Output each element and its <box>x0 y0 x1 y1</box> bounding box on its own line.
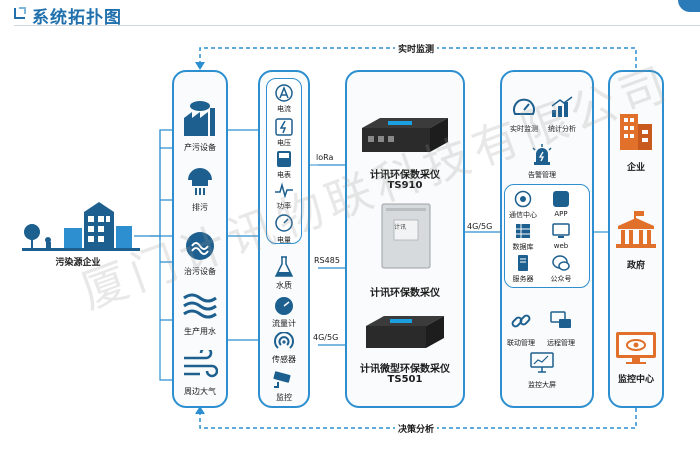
factory-enterprise-icon <box>22 202 140 251</box>
service-label-2: 数据库 <box>512 243 534 251</box>
device-2-name: 计讯微型环保数采仪 <box>360 364 450 375</box>
source-label: 污染源企业 <box>55 258 101 268</box>
platform-top-label-2: 告警管理 <box>528 171 556 179</box>
government-icon <box>616 211 656 248</box>
current-icon <box>275 84 293 102</box>
cabinet-logo: 计讯 <box>394 224 407 231</box>
equipment-label-1: 排污 <box>192 203 208 212</box>
linkage-icon <box>511 314 531 328</box>
device-1-name: 计讯环保数采仪 <box>370 288 440 299</box>
sensor-icon <box>274 332 294 349</box>
service-label-5: 公众号 <box>550 275 572 283</box>
wechat-official-icon <box>552 255 570 271</box>
discharge-icon <box>188 168 212 195</box>
ts910-device-image <box>362 118 448 152</box>
platform-bottom-label-0: 联动管理 <box>507 339 535 347</box>
device-0-name: 计讯环保数采仪 <box>370 170 440 181</box>
flow-label-bottom: 决策分析 <box>394 422 438 435</box>
sensor-label-5: 水质 <box>276 281 292 290</box>
air-icon <box>184 350 218 378</box>
sensor-label-3: 功率 <box>277 202 291 210</box>
equipment-label-2: 治污设备 <box>184 267 216 276</box>
sensor-label-6: 流量计 <box>272 319 296 328</box>
link-label-rs485: RS485 <box>314 256 340 265</box>
big-screen-icon <box>530 352 554 373</box>
camera-icon <box>273 371 291 388</box>
user-label-2: 监控中心 <box>617 375 655 385</box>
sensor-label-7: 传感器 <box>272 355 296 364</box>
treatment-icon <box>186 232 214 260</box>
remote-manage-icon <box>550 311 571 328</box>
sensor-label-4: 电量 <box>277 236 291 244</box>
link-label-lora: loRa <box>316 153 334 162</box>
meter-icon <box>277 151 291 167</box>
server-icon <box>518 255 528 271</box>
platform-top-label-1: 统计分析 <box>548 125 576 133</box>
cabinet-device-image <box>381 203 431 269</box>
database-icon <box>516 224 530 238</box>
sensor-label-1: 电压 <box>277 139 291 147</box>
statistics-icon <box>551 96 573 117</box>
service-label-3: web <box>553 242 569 250</box>
user-label-1: 政府 <box>626 261 646 271</box>
enterprise-building-icon <box>620 114 652 150</box>
corner-decoration <box>678 0 700 12</box>
device-0-model: TS910 <box>387 180 423 191</box>
water-quality-icon <box>274 256 294 277</box>
app-icon <box>553 191 569 207</box>
energy-icon <box>275 214 293 232</box>
realtime-monitor-icon <box>513 98 535 115</box>
power-icon <box>275 182 293 198</box>
sensor-label-8: 监控 <box>276 393 292 402</box>
factory-icon <box>184 101 215 136</box>
alarm-icon <box>532 144 552 165</box>
flowmeter-icon <box>275 297 293 315</box>
web-icon <box>552 223 570 238</box>
service-label-4: 服务器 <box>512 275 534 283</box>
platform-top-label-0: 实时监测 <box>510 125 538 133</box>
ts501-device-image <box>366 316 444 348</box>
equipment-label-4: 周边大气 <box>184 387 216 396</box>
title-bullet-icon <box>14 7 26 19</box>
water-icon <box>183 293 217 319</box>
platform-bottom-label-2: 监控大屏 <box>528 381 556 389</box>
comm-center-icon <box>514 190 532 208</box>
voltage-icon <box>275 118 293 136</box>
sensor-label-2: 电表 <box>277 171 291 179</box>
equipment-label-3: 生产用水 <box>184 327 216 336</box>
network-label: 4G/5G <box>467 222 493 231</box>
monitoring-center-icon <box>616 332 656 364</box>
platform-bottom-label-1: 远程管理 <box>547 339 575 347</box>
page-title: 系统拓扑图 <box>32 8 122 28</box>
service-label-0: 通信中心 <box>509 211 537 219</box>
equipment-label-0: 产污设备 <box>184 143 216 152</box>
user-label-0: 企业 <box>626 163 646 173</box>
service-label-1: APP <box>554 210 568 218</box>
flow-label-top: 实时监测 <box>394 42 438 55</box>
sensor-label-0: 电流 <box>277 105 291 113</box>
link-label-4g5g: 4G/5G <box>313 333 339 342</box>
title-divider <box>14 25 700 26</box>
device-2-model: TS501 <box>387 374 423 385</box>
